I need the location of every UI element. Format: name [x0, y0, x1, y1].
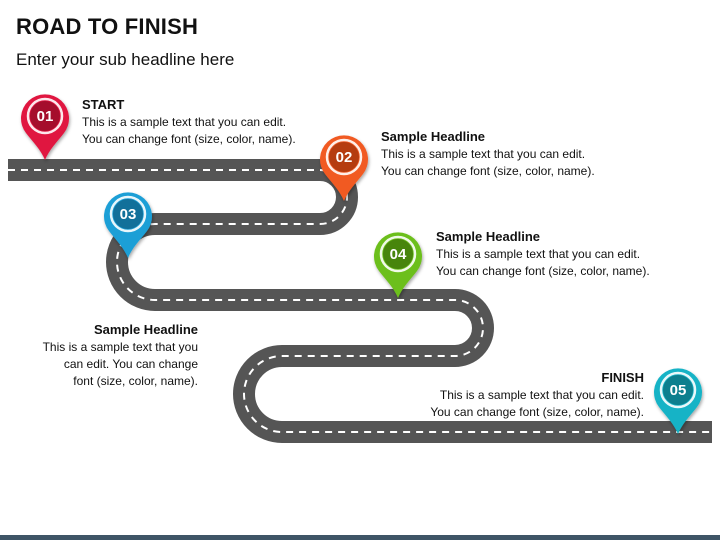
block-headline: START — [82, 97, 125, 112]
block-text-line: You can change font (size, color, name). — [381, 164, 595, 178]
marker-01: 01 — [21, 94, 70, 160]
block-text-line: This is a sample text that you can edit. — [381, 147, 586, 161]
marker-number: 01 — [37, 108, 54, 125]
block-text-line: You can change font (size, color, name). — [82, 132, 296, 146]
text-block-finish: FINISH This is a sample text that you ca… — [430, 369, 644, 421]
block-text-line: font (size, color, name). — [73, 374, 198, 388]
footer-bar — [0, 535, 720, 540]
block-text-line: You can change font (size, color, name). — [430, 405, 644, 419]
block-text-line: This is a sample text that you can edit. — [82, 115, 287, 129]
slide-title: ROAD TO FINISH — [16, 14, 199, 39]
text-block-02: Sample Headline This is a sample text th… — [381, 128, 595, 180]
block-text-line: This is a sample text that you can edit. — [439, 388, 644, 402]
block-text-line: You can change font (size, color, name). — [436, 264, 650, 278]
marker-03: 03 — [104, 192, 152, 258]
text-block-start: START This is a sample text that you can… — [82, 96, 296, 148]
block-headline: Sample Headline — [381, 129, 486, 144]
marker-02: 02 — [320, 135, 368, 201]
marker-number: 05 — [670, 382, 687, 399]
road-center-dashes — [8, 169, 712, 433]
block-text-line: can edit. You can change — [63, 357, 198, 371]
block-text-line: This is a sample text that you — [42, 340, 198, 354]
slide-subtitle: Enter your sub headline here — [16, 50, 235, 69]
marker-04: 04 — [374, 232, 422, 298]
marker-number: 02 — [336, 149, 353, 166]
block-headline: Sample Headline — [93, 322, 198, 337]
block-text-line: This is a sample text that you can edit. — [436, 247, 641, 261]
text-block-03: Sample Headline This is a sample text th… — [43, 321, 198, 390]
marker-05: 05 — [654, 368, 702, 434]
block-headline: FINISH — [601, 370, 644, 385]
text-block-04: Sample Headline This is a sample text th… — [436, 228, 650, 280]
block-headline: Sample Headline — [436, 229, 541, 244]
marker-number: 03 — [120, 206, 137, 223]
marker-number: 04 — [390, 246, 407, 263]
